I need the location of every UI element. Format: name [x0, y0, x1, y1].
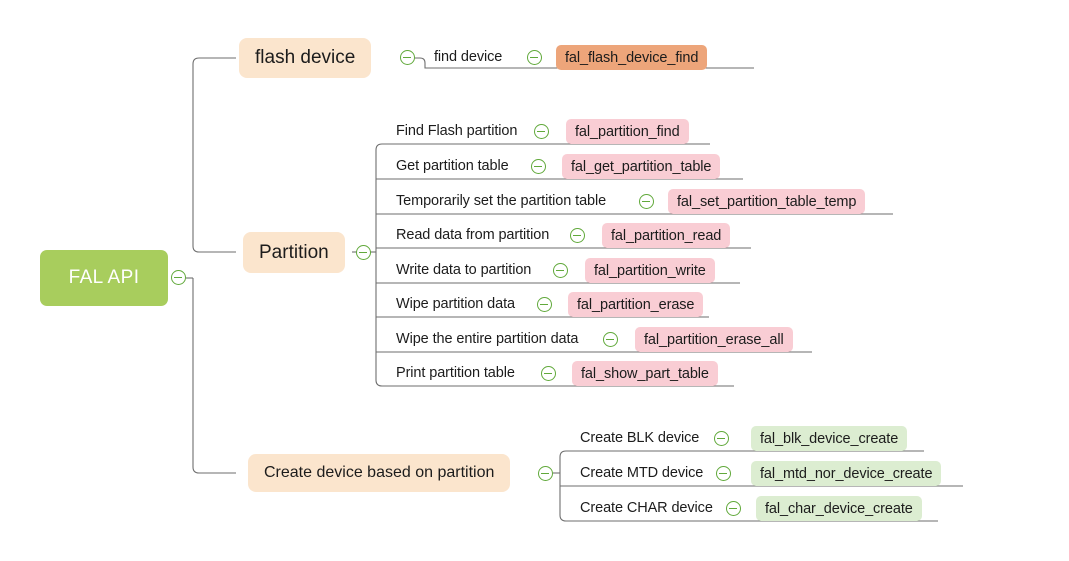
leaf-find-device-collapse-toggle[interactable]	[527, 50, 542, 65]
api-badge-fal-partition-erase[interactable]: fal_partition_erase	[568, 292, 704, 317]
api-badge-fal-show-part-table[interactable]: fal_show_part_table	[572, 361, 718, 386]
leaf-label-get-partition-table[interactable]: Get partition table	[396, 158, 509, 174]
root-node-label: FAL API	[68, 267, 140, 288]
root-collapse-toggle[interactable]	[171, 270, 186, 285]
leaf-label-wipe-the-entire-partition-data[interactable]: Wipe the entire partition data	[396, 331, 579, 347]
leaf-label-print-partition-table[interactable]: Print partition table	[396, 365, 515, 381]
api-badge-fal-set-partition-table-temp[interactable]: fal_set_partition_table_temp	[668, 189, 866, 214]
api-badge-fal-blk-device-create[interactable]: fal_blk_device_create	[751, 426, 908, 451]
leaf-create-mtd-device-collapse-toggle[interactable]	[716, 466, 731, 481]
api-badge-fal-partition-write[interactable]: fal_partition_write	[585, 258, 715, 283]
api-badge-fal-partition-find[interactable]: fal_partition_find	[566, 119, 689, 144]
api-badge-fal-partition-erase-all[interactable]: fal_partition_erase_all	[635, 327, 793, 352]
leaf-create-char-device-collapse-toggle[interactable]	[726, 501, 741, 516]
branch-node-create-device[interactable]: Create device based on partition	[248, 454, 511, 492]
leaf-label-find-flash-partition[interactable]: Find Flash partition	[396, 123, 518, 139]
api-badge-fal-flash-device-find[interactable]: fal_flash_device_find	[556, 45, 708, 70]
root-node[interactable]: FAL API	[40, 250, 168, 306]
branch-node-label: flash device	[255, 47, 356, 68]
api-badge-fal-char-device-create[interactable]: fal_char_device_create	[756, 496, 922, 521]
leaf-label-read-data-from-partition[interactable]: Read data from partition	[396, 227, 550, 243]
leaf-label-write-data-to-partition[interactable]: Write data to partition	[396, 262, 532, 278]
leaf-print-partition-table-collapse-toggle[interactable]	[541, 366, 556, 381]
branch-create-device-collapse-toggle[interactable]	[538, 466, 553, 481]
branch-node-flash-device[interactable]: flash device	[239, 38, 372, 78]
leaf-read-data-from-partition-collapse-toggle[interactable]	[570, 228, 585, 243]
leaf-label-create-blk-device[interactable]: Create BLK device	[580, 430, 700, 446]
leaf-label-temporarily-set-the-partition-table[interactable]: Temporarily set the partition table	[396, 193, 607, 209]
branch-node-partition[interactable]: Partition	[243, 232, 345, 273]
api-badge-fal-partition-read[interactable]: fal_partition_read	[602, 223, 731, 248]
leaf-wipe-the-entire-partition-data-collapse-toggle[interactable]	[603, 332, 618, 347]
branch-partition-collapse-toggle[interactable]	[356, 245, 371, 260]
leaf-label-create-mtd-device[interactable]: Create MTD device	[580, 465, 704, 481]
leaf-write-data-to-partition-collapse-toggle[interactable]	[553, 263, 568, 278]
branch-node-label: Partition	[259, 241, 329, 263]
api-badge-fal-get-partition-table[interactable]: fal_get_partition_table	[562, 154, 721, 179]
leaf-find-flash-partition-collapse-toggle[interactable]	[534, 124, 549, 139]
leaf-wipe-partition-data-collapse-toggle[interactable]	[537, 297, 552, 312]
leaf-get-partition-table-collapse-toggle[interactable]	[531, 159, 546, 174]
leaf-label-find-device[interactable]: find device	[434, 49, 503, 65]
branch-flash-device-collapse-toggle[interactable]	[400, 50, 415, 65]
leaf-create-blk-device-collapse-toggle[interactable]	[714, 431, 729, 446]
branch-node-label: Create device based on partition	[264, 464, 495, 481]
leaf-temporarily-set-the-partition-table-collapse-toggle[interactable]	[639, 194, 654, 209]
leaf-label-create-char-device[interactable]: Create CHAR device	[580, 500, 713, 516]
leaf-label-wipe-partition-data[interactable]: Wipe partition data	[396, 296, 515, 312]
api-badge-fal-mtd-nor-device-create[interactable]: fal_mtd_nor_device_create	[751, 461, 942, 486]
